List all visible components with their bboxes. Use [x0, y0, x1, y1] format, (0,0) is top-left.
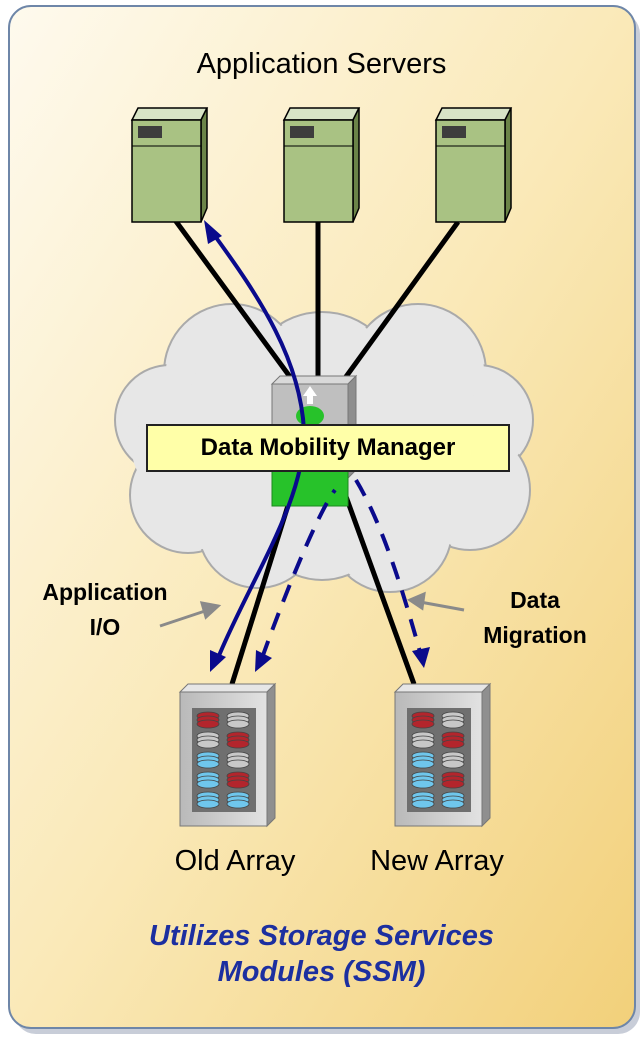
- disk-platter-icon: [226, 719, 250, 729]
- disk-platter-icon: [441, 779, 465, 789]
- disk-platter-icon: [196, 759, 220, 769]
- disk-platter-icon: [196, 779, 220, 789]
- disk-platter-icon: [411, 779, 435, 789]
- disk-platter-icon: [196, 739, 220, 749]
- footer-caption: Utilizes Storage Services Modules (SSM): [0, 918, 643, 990]
- application-io-label: Application I/O: [30, 575, 180, 645]
- disk-platter-icon: [411, 799, 435, 809]
- page-title: Application Servers: [196, 48, 447, 80]
- dmm-label: Data Mobility Manager: [200, 434, 456, 461]
- disk-platter-icon: [226, 779, 250, 789]
- old-array-disks: [196, 711, 250, 809]
- footer-line2: Modules (SSM): [217, 956, 426, 988]
- application-server-2: [282, 107, 361, 223]
- disk-platter-icon: [196, 799, 220, 809]
- disk-platter-icon: [441, 759, 465, 769]
- migration-arrowhead-right: [412, 647, 430, 668]
- disk-platter-icon: [226, 739, 250, 749]
- application-io-line2: I/O: [89, 614, 121, 640]
- disk-platter-icon: [411, 719, 435, 729]
- data-migration-line2: Migration: [483, 622, 587, 648]
- new-array-label: New Array: [370, 845, 504, 877]
- data-migration-line1: Data: [510, 587, 560, 613]
- application-io-line1: Application: [42, 579, 168, 605]
- application-server-1: [130, 107, 209, 223]
- dmm-label-box: Data Mobility Manager: [146, 424, 510, 472]
- app-io-arrowhead-up: [204, 220, 222, 244]
- disk-platter-icon: [196, 719, 220, 729]
- footer-line1: Utilizes Storage Services: [149, 920, 494, 952]
- application-server-3: [434, 107, 513, 223]
- callout-arrows: [159, 591, 465, 628]
- disk-platter-icon: [441, 719, 465, 729]
- data-migration-flow: [260, 478, 422, 659]
- disk-platter-icon: [226, 759, 250, 769]
- disk-platter-icon: [411, 759, 435, 769]
- old-array-label: Old Array: [174, 845, 296, 877]
- switch-arrow-icon: [303, 386, 317, 404]
- san-cloud-fill: [117, 306, 531, 590]
- data-migration-label: Data Migration: [460, 583, 610, 653]
- disk-platter-icon: [226, 799, 250, 809]
- migration-arrowhead-left: [255, 650, 272, 672]
- app-io-arrowhead-down: [210, 650, 226, 672]
- disk-platter-icon: [441, 799, 465, 809]
- disk-platter-icon: [411, 739, 435, 749]
- new-array-disks: [411, 711, 465, 809]
- disk-platter-icon: [441, 739, 465, 749]
